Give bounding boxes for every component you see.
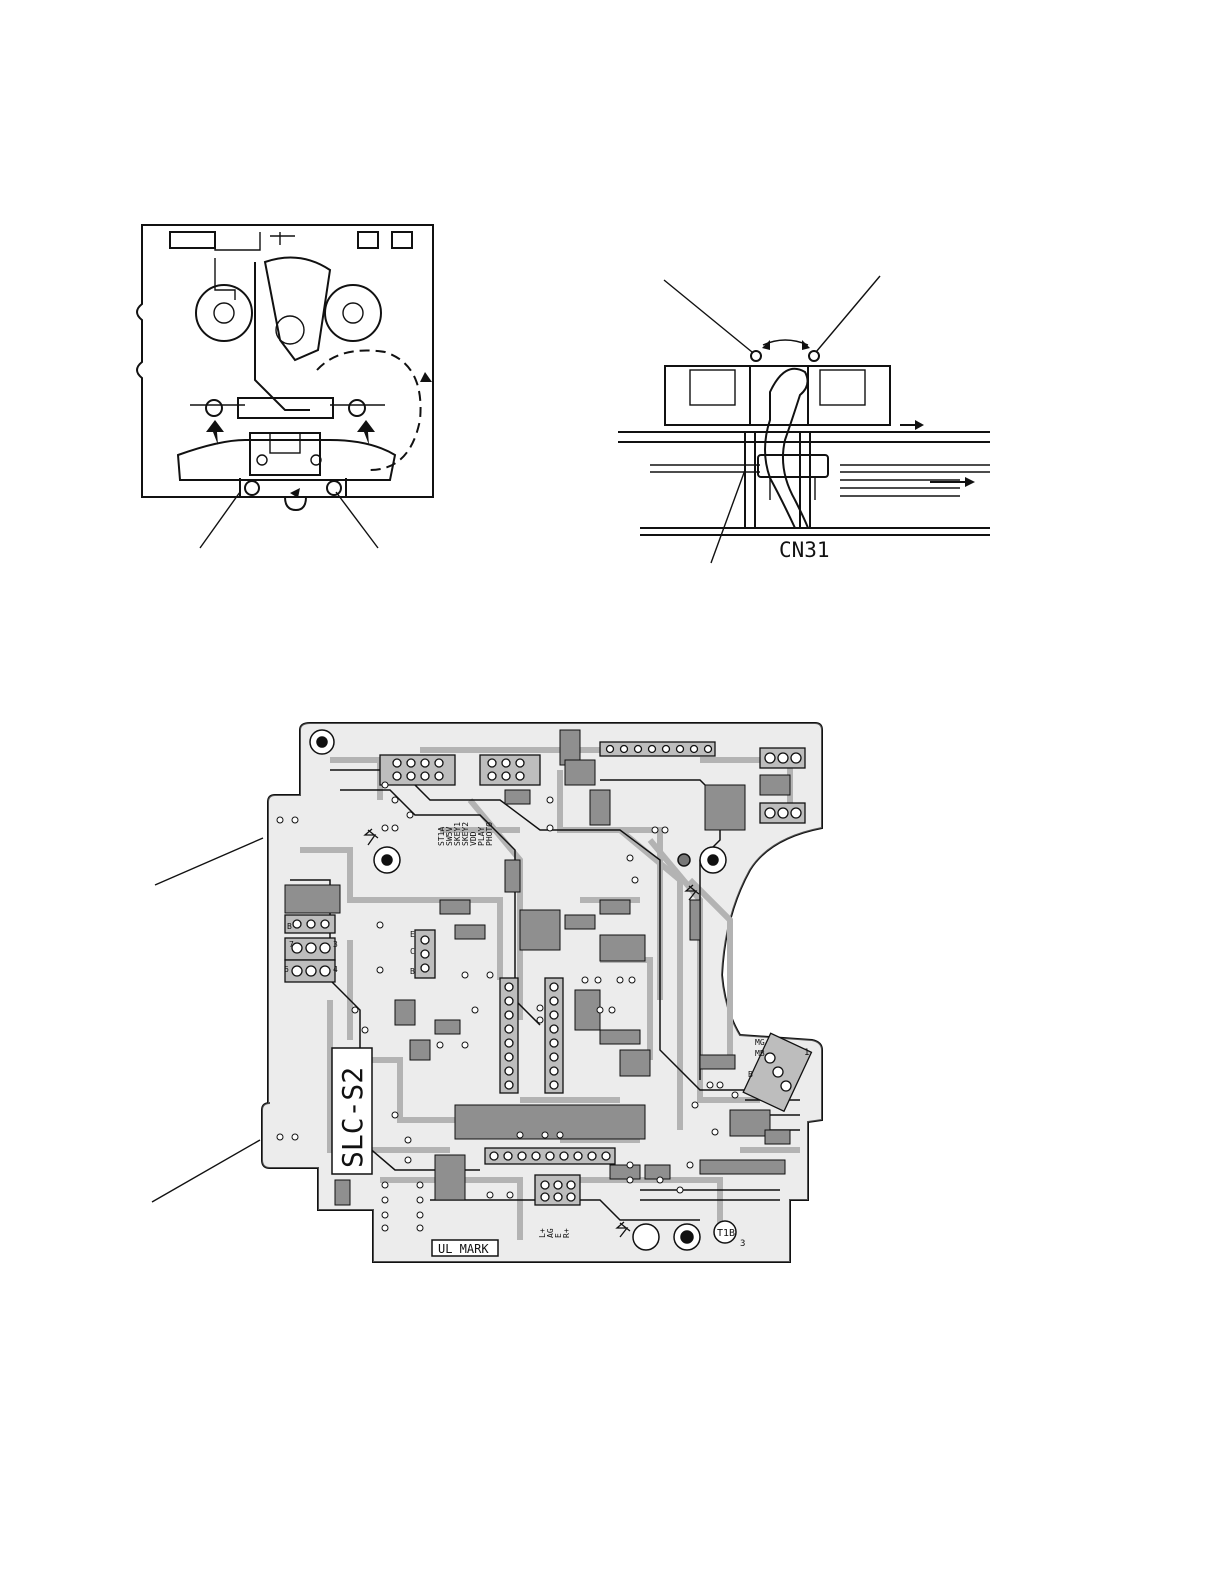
pin-one-label: 1 — [804, 1048, 809, 1058]
transistor-pin-c: C — [410, 947, 415, 956]
leader-line — [155, 838, 263, 885]
pad-number-4: 4 — [333, 965, 338, 974]
pad-number-6: 6 — [284, 965, 289, 974]
pin-label-r-plus: R+ — [562, 1228, 571, 1238]
up-arrow-icon — [206, 420, 224, 445]
board-marking-label: SLC-S2 — [336, 1067, 369, 1168]
up-arrow-icon — [357, 420, 375, 445]
pin-label-photo: PHOTO — [485, 822, 494, 846]
curved-arrow-icon — [802, 340, 810, 350]
pad-number-b: B — [287, 922, 292, 931]
ul-mark-label: UL MARK — [438, 1242, 489, 1256]
pin-label-b: B — [748, 1070, 753, 1079]
transistor-pin-e: E — [410, 930, 415, 939]
right-arrow-icon — [965, 477, 975, 487]
rotation-arrow-icon — [420, 372, 432, 382]
pcb-layout: SLC-S2 UL MARK T1B 3 1 ST1A SW5V SKEY1 S… — [262, 723, 822, 1262]
pin-label-mb: MB — [755, 1049, 765, 1058]
pad-number-7: 7 — [289, 940, 294, 949]
transistor-pin-b: B — [410, 967, 415, 976]
pad-number-3: 3 — [333, 940, 338, 949]
leader-line — [152, 1140, 260, 1202]
cassette-mechanism-side-view: CN31 — [618, 276, 990, 563]
pin-label-mg: MG — [755, 1038, 765, 1047]
code-label: T1B — [717, 1228, 735, 1239]
connector-label-cn31: CN31 — [779, 538, 830, 562]
cassette-mechanism-top-view — [137, 225, 433, 548]
corner-number-label: 3 — [740, 1239, 745, 1249]
right-arrow-icon — [915, 420, 924, 430]
